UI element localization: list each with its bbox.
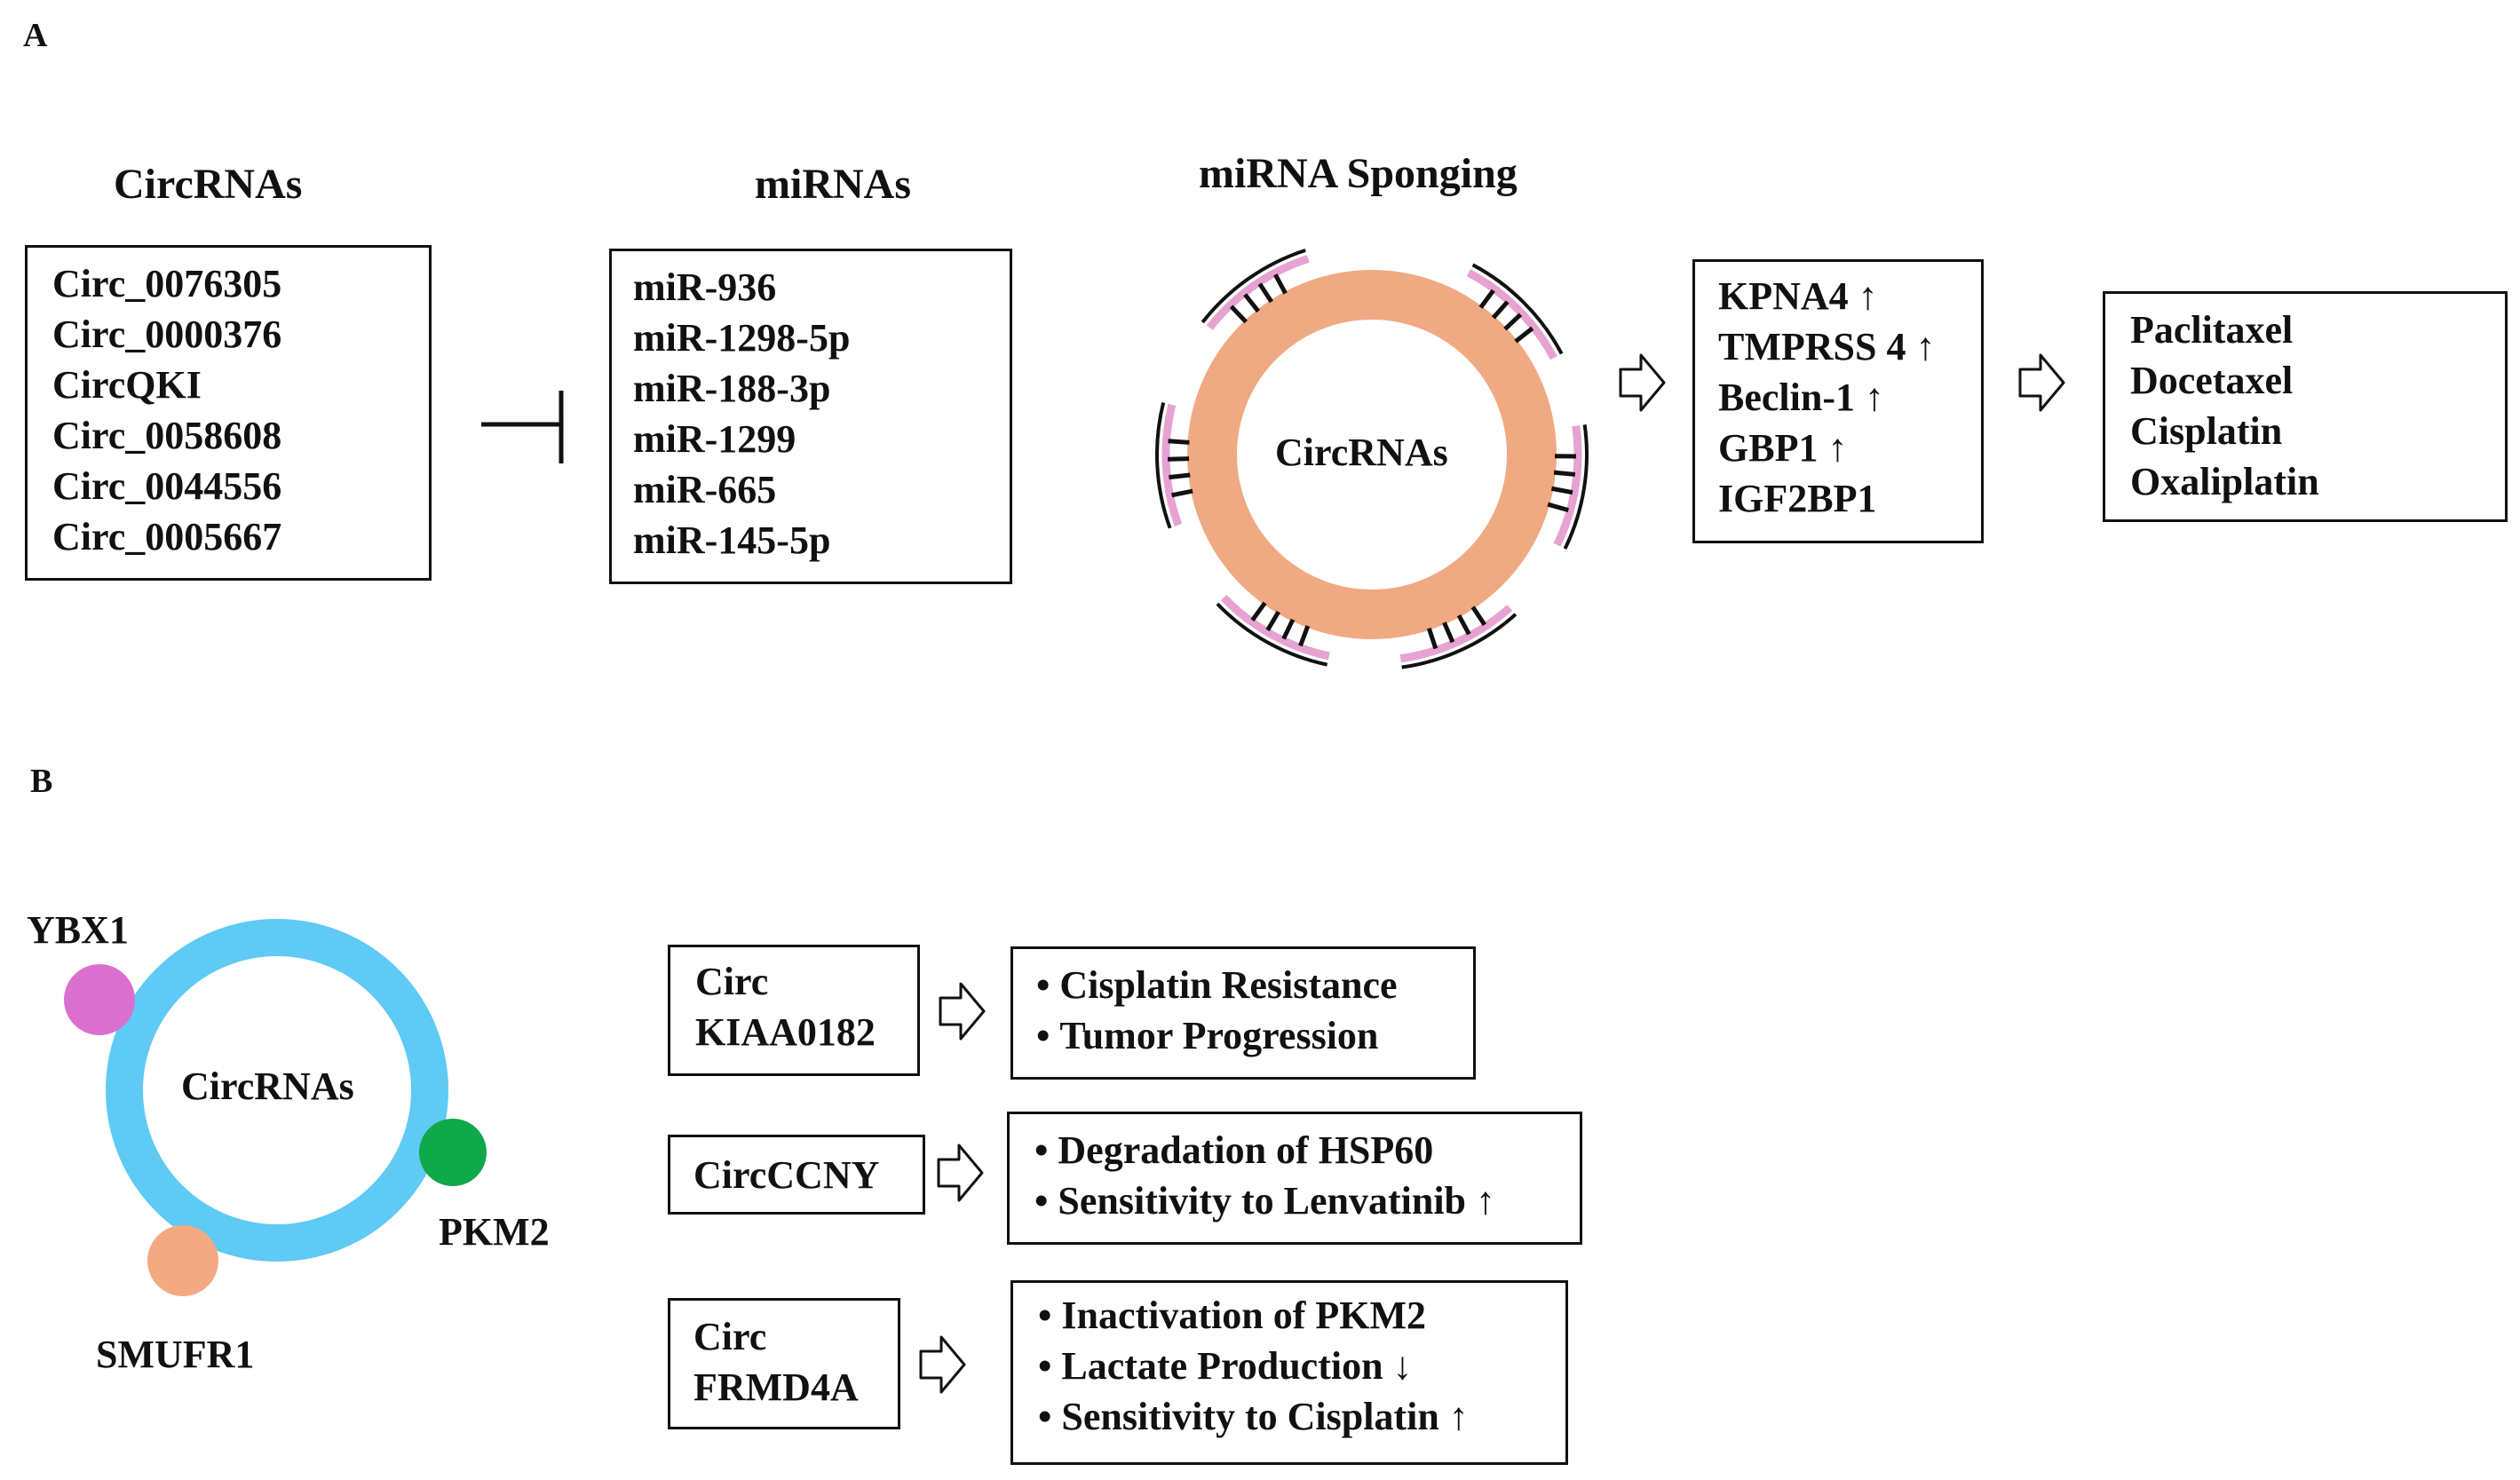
base-pair-tick (1491, 300, 1510, 320)
base-pair-tick (1550, 486, 1573, 495)
kiaa0182-effects-box: Cisplatin Resistance Tumor Progression (1010, 946, 1476, 1080)
arrow-right-icon (1619, 353, 1666, 412)
drug-item: Oxaliplatin (2130, 460, 2319, 503)
circrna-item: Circ_0005667 (52, 515, 282, 558)
ccny-effects-box: Degradation of HSP60 Sensitivity to Lenv… (1007, 1112, 1582, 1245)
mirna-strand-outline (1201, 248, 1306, 324)
mirna-item: miR-145-5p (633, 518, 831, 562)
ybx1-label: YBX1 (27, 908, 129, 952)
smufr1-protein (147, 1225, 218, 1296)
base-pair-tick (1547, 502, 1569, 513)
base-pair-tick (1470, 605, 1487, 627)
circrnas-list-box: Circ_0076305 Circ_0000376 CircQKI Circ_0… (25, 245, 432, 581)
base-pair-tick (1265, 610, 1280, 632)
circrna-item: Circ_0076305 (52, 262, 282, 305)
base-pair-tick (1426, 627, 1438, 650)
smufr1-label: SMUFR1 (96, 1333, 255, 1376)
target-item: KPNA4 ↑ (1718, 274, 1878, 318)
frmd4a-effects-box: Inactivation of PKM2 Lactate Production … (1010, 1280, 1568, 1465)
circrna-item: CircQKI (52, 363, 202, 407)
circ-kiaa0182-box: Circ KIAA0182 (668, 945, 920, 1076)
mirna-strand-outline (1155, 401, 1172, 529)
arrow-right-icon (939, 982, 986, 1041)
circ-name-line: Circ (695, 960, 769, 1003)
base-pair-tick (1281, 618, 1296, 640)
panel-a-label: A (23, 17, 48, 54)
circ-name-line: FRMD4A (693, 1365, 859, 1409)
target-item: Beclin-1 ↑ (1718, 376, 1884, 419)
mirna-item: miR-936 (633, 265, 777, 309)
base-pair-tick (1273, 273, 1288, 295)
ybx1-protein (64, 964, 135, 1035)
effect-item: Sensitivity to Cisplatin ↑ (1038, 1391, 1565, 1442)
base-pair-tick (1243, 293, 1261, 313)
drugs-box: Paclitaxel Docetaxel Cisplatin Oxaliplat… (2103, 291, 2508, 522)
effect-item: Lactate Production ↓ (1038, 1341, 1565, 1391)
base-pair-tick (1171, 488, 1193, 498)
base-pair-tick (1456, 614, 1471, 636)
binding-ring-label: CircRNAs (181, 1064, 354, 1108)
sponging-heading: miRNA Sponging (1199, 150, 1518, 197)
base-pair-tick (1169, 472, 1191, 480)
mirnas-list-box: miR-936 miR-1298-5p miR-188-3p miR-1299 … (609, 249, 1012, 584)
base-pair-tick (1514, 326, 1534, 344)
base-pair-tick (1250, 601, 1267, 622)
drug-item: Cisplatin (2130, 409, 2283, 453)
mirna-item: miR-188-3p (633, 367, 831, 410)
mirna-strand (1399, 605, 1513, 663)
mirnas-heading: miRNAs (755, 161, 911, 208)
mirna-item: miR-1299 (633, 417, 796, 461)
base-pair-tick (1257, 282, 1273, 304)
effect-item: Degradation of HSP60 (1034, 1125, 1580, 1175)
mirna-strand (1220, 595, 1330, 661)
mirna-strand-outline (1563, 424, 1589, 550)
mirna-strand (1206, 255, 1310, 330)
arrow-right-icon (937, 1144, 984, 1202)
mirna-strand-outline (1471, 263, 1564, 355)
mirna-strand-outline (1401, 613, 1518, 669)
effect-item: Inactivation of PKM2 (1038, 1290, 1565, 1341)
effect-item: Cisplatin Resistance (1036, 960, 1473, 1010)
panel-b-label: B (30, 763, 53, 800)
circ-name-line: KIAA0182 (695, 1010, 876, 1054)
circrna-item: Circ_0044556 (52, 464, 282, 508)
sponge-ring-label: CircRNAs (1275, 431, 1448, 474)
mirna-strand (1161, 403, 1183, 526)
base-pair-tick (1168, 439, 1190, 445)
target-item: TMPRSS 4 ↑ (1718, 325, 1936, 368)
base-pair-tick (1298, 625, 1311, 647)
mirna-item: miR-1298-5p (633, 316, 851, 360)
base-pair-tick (1229, 305, 1248, 324)
circ-name-line: CircCCNY (693, 1153, 880, 1197)
circrna-item: Circ_0000376 (52, 313, 282, 356)
mirna-strand (1466, 269, 1557, 360)
base-pair-tick (1442, 621, 1455, 644)
arrow-right-icon (2018, 353, 2065, 412)
mirna-item: miR-665 (633, 468, 777, 511)
drug-item: Paclitaxel (2130, 308, 2294, 352)
circ-frmd4a-box: Circ FRMD4A (668, 1298, 900, 1429)
mirna-strand (1553, 425, 1582, 547)
target-item: IGF2BP1 (1718, 477, 1877, 520)
pkm2-protein (419, 1119, 487, 1186)
circ-ccny-box: CircCCNY (668, 1135, 925, 1215)
targets-box: KPNA4 ↑ TMPRSS 4 ↑ Beclin-1 ↑ GBP1 ↑ IGF… (1692, 259, 1984, 543)
base-pair-tick (1478, 289, 1495, 309)
target-item: GBP1 ↑ (1718, 426, 1848, 470)
arrow-right-icon (919, 1335, 966, 1394)
mirna-strand-outline (1216, 602, 1328, 667)
circ-name-line: Circ (693, 1315, 767, 1358)
base-pair-tick (1503, 313, 1523, 331)
effect-item: Sensitivity to Lenvatinib ↑ (1034, 1175, 1580, 1226)
drug-item: Docetaxel (2130, 359, 2294, 402)
base-pair-tick (1168, 456, 1190, 462)
circrnas-heading: CircRNAs (114, 161, 303, 208)
base-pair-tick (1553, 470, 1576, 477)
pkm2-label: PKM2 (439, 1210, 550, 1254)
effect-item: Tumor Progression (1036, 1010, 1473, 1061)
circrna-item: Circ_0058608 (52, 414, 282, 457)
